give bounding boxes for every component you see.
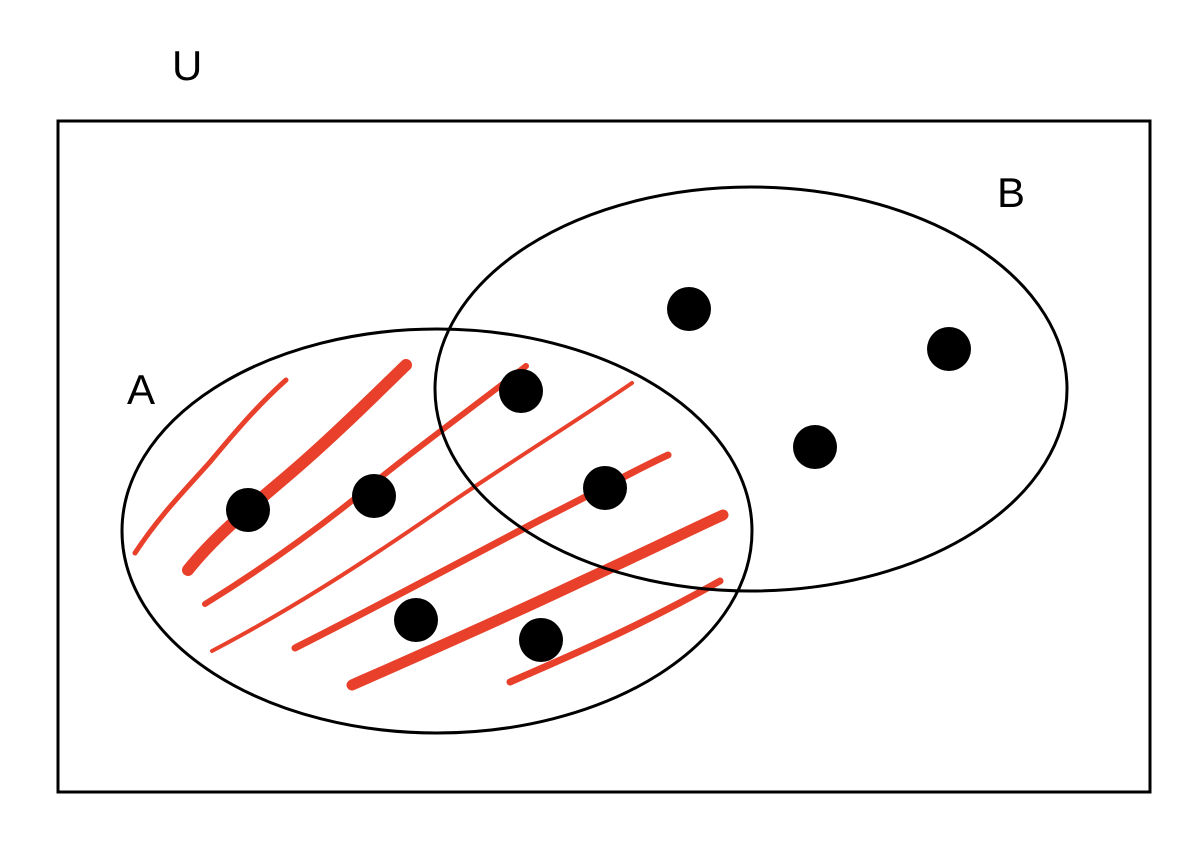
element-dot: [499, 369, 543, 413]
shading-stroke: [132, 377, 289, 556]
element-dot: [793, 425, 837, 469]
element-dot: [226, 488, 270, 532]
set-b-label: B: [997, 169, 1025, 216]
set-a-label: A: [127, 366, 155, 413]
shading-stroke: [182, 359, 412, 576]
shading-stroke: [210, 381, 634, 653]
shading-stroke: [346, 509, 729, 691]
set-b-ellipse: [433, 185, 1069, 593]
element-dot: [394, 598, 438, 642]
element-dot: [352, 474, 396, 518]
universe-rectangle: [56, 119, 1152, 794]
element-dot: [519, 618, 563, 662]
universe-label: U: [172, 42, 202, 89]
element-dot: [927, 327, 971, 371]
set-a-ellipse: [120, 327, 754, 735]
shading-stroke: [506, 577, 724, 686]
elements: [226, 287, 971, 662]
shading-stroke: [291, 451, 672, 652]
element-dot: [583, 466, 627, 510]
element-dot: [667, 287, 711, 331]
